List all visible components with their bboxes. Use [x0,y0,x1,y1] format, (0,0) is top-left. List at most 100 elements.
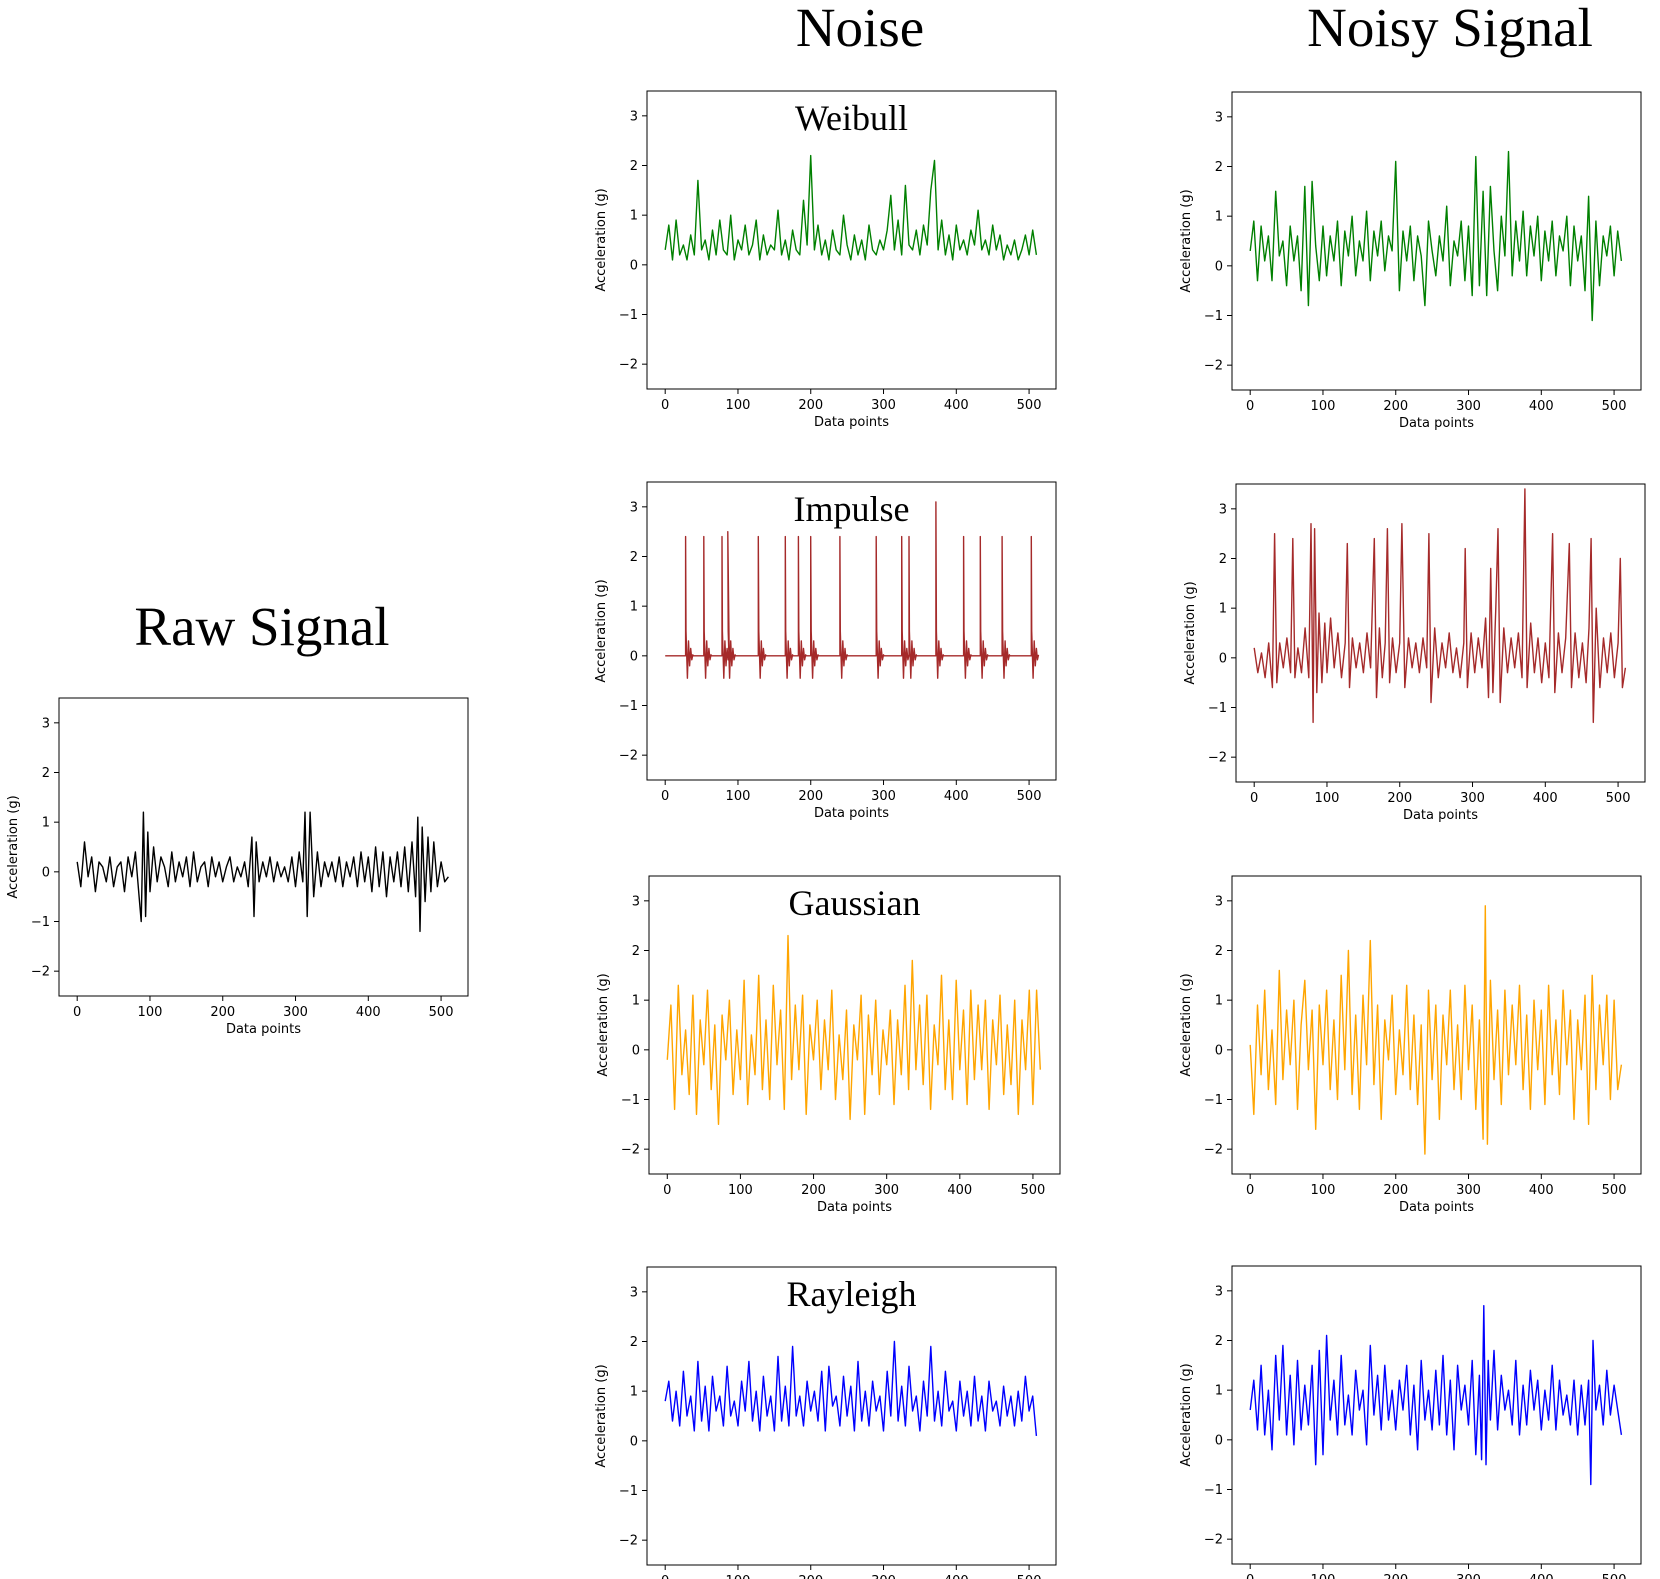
weibull-noise-y-tick-label: 3 [630,109,638,124]
raw-axes-frame [58,697,469,997]
weibull-noise-y-tick-label: 1 [630,209,638,224]
impulse-noise-x-tick-label: 100 [726,789,751,804]
raw-x-tick-label: 100 [138,1005,163,1020]
gaussian-noise-x-tick-label: 100 [728,1183,753,1198]
gaussian-noise-y-tick-label: 2 [632,944,640,959]
rayleigh-noise-y-tick-label: −2 [619,1534,638,1549]
weibull-noisy-y-tick-label: −1 [1204,309,1223,324]
rayleigh-noise-y-tick-label: −1 [619,1484,638,1499]
impulse-noise-x-tick-label: 300 [871,789,896,804]
weibull-noise-x-tick-label: 400 [944,398,969,413]
impulse-noisy-x-tick-label: 500 [1606,791,1631,806]
weibull-noisy-x-tick-label: 400 [1529,399,1554,414]
noisy-signal-heading: Noisy Signal [1307,0,1593,58]
weibull-noisy-x-tick-label: 200 [1383,399,1408,414]
raw-y-axis-label: Acceleration (g) [6,795,21,898]
gaussian-noisy-x-tick-label: 500 [1602,1183,1627,1198]
impulse-noise-x-tick-label: 400 [944,789,969,804]
weibull-noise-x-tick-label: 500 [1017,398,1042,413]
gaussian-noisy-y-tick-label: −1 [1204,1093,1223,1108]
rayleigh-noise-series-line [664,1340,1038,1436]
rayleigh-noisy-y-axis-label: Acceleration (g) [1179,1363,1194,1466]
raw-series-line [76,811,449,933]
raw-y-tick-label: −1 [31,915,50,930]
raw-y-tick-label: 1 [42,816,50,831]
weibull-noise-x-axis-label: Data points [814,415,889,430]
impulse-noise-y-tick-label: 1 [630,600,638,615]
raw-x-tick-label: 200 [210,1005,235,1020]
raw-x-tick-label: 300 [283,1005,308,1020]
noise-heading: Noise [796,0,924,58]
gaussian-noisy-y-tick-label: 0 [1215,1043,1223,1058]
impulse-noisy-y-tick-label: −1 [1208,701,1227,716]
rayleigh-noise-x-tick-label: 100 [726,1574,751,1579]
weibull-noisy-x-tick-label: 500 [1602,399,1627,414]
gaussian-noise-y-tick-label: 0 [632,1043,640,1058]
rayleigh-noisy-y-tick-label: −2 [1204,1533,1223,1548]
raw-x-axis-label: Data points [226,1022,301,1037]
impulse-noise-y-tick-label: −1 [619,699,638,714]
gaussian-noise-series-line [666,934,1041,1126]
rayleigh-noise-y-axis-label: Acceleration (g) [594,1364,609,1467]
gaussian-noisy-axes-frame [1231,875,1642,1175]
raw-y-tick-label: −2 [31,965,50,980]
impulse-noisy-x-axis-label: Data points [1403,808,1478,823]
raw-y-tick-label: 3 [42,716,50,731]
rayleigh-noisy-x-tick-label: 500 [1602,1573,1627,1579]
gaussian-noise-x-tick-label: 300 [874,1183,899,1198]
rayleigh-noise-x-tick-label: 0 [661,1574,669,1579]
rayleigh-noisy-y-tick-label: 3 [1215,1284,1223,1299]
impulse-noisy-series-line [1253,488,1627,724]
gaussian-noisy-series-line [1249,905,1623,1155]
weibull-noise-x-tick-label: 300 [871,398,896,413]
gaussian-noise-y-axis-label: Acceleration (g) [596,973,611,1076]
rayleigh-noisy-y-tick-label: 2 [1215,1334,1223,1349]
raw-x-tick-label: 400 [356,1005,381,1020]
impulse-noise-panel-title: Impulse [794,489,910,529]
impulse-noise-series-line [665,501,1040,679]
impulse-noisy-x-tick-label: 300 [1460,791,1485,806]
gaussian-noisy-y-tick-label: −2 [1204,1143,1223,1158]
weibull-noisy-y-tick-label: 2 [1215,160,1223,175]
impulse-noise-x-axis-label: Data points [814,806,889,821]
impulse-noise-y-axis-label: Acceleration (g) [594,579,609,682]
impulse-noise-y-tick-label: 3 [630,500,638,515]
rayleigh-noise-y-tick-label: 1 [630,1385,638,1400]
gaussian-noise-panel-title: Gaussian [789,883,921,923]
impulse-noisy-axes-frame [1235,483,1646,783]
gaussian-noise-y-tick-label: 1 [632,994,640,1009]
impulse-noisy-x-tick-label: 400 [1533,791,1558,806]
gaussian-noise-x-axis-label: Data points [817,1200,892,1215]
weibull-noisy-series-line [1249,150,1623,322]
weibull-noise-x-tick-label: 100 [726,398,751,413]
gaussian-noisy-x-tick-label: 400 [1529,1183,1554,1198]
impulse-noisy-y-tick-label: 2 [1219,552,1227,567]
gaussian-noisy-x-tick-label: 100 [1311,1183,1336,1198]
weibull-noisy-axes-frame [1231,91,1642,391]
raw-signal-heading: Raw Signal [134,596,389,657]
gaussian-noise-y-tick-label: 3 [632,894,640,909]
impulse-noise-x-tick-label: 500 [1017,789,1042,804]
impulse-noise-y-tick-label: 2 [630,550,638,565]
weibull-noise-y-tick-label: 0 [630,258,638,273]
raw-y-tick-label: 2 [42,766,50,781]
gaussian-noisy-y-tick-label: 3 [1215,894,1223,909]
gaussian-noise-axes-frame [648,875,1061,1175]
rayleigh-noisy-x-tick-label: 0 [1246,1573,1254,1579]
gaussian-noise-x-tick-label: 500 [1021,1183,1046,1198]
impulse-noise-axes-frame [646,481,1057,781]
rayleigh-noisy-series-line [1249,1304,1623,1486]
rayleigh-noise-x-tick-label: 400 [944,1574,969,1579]
weibull-noise-x-tick-label: 0 [661,398,669,413]
gaussian-noisy-x-tick-label: 0 [1246,1183,1254,1198]
impulse-noisy-y-tick-label: 0 [1219,651,1227,666]
weibull-noisy-x-tick-label: 100 [1311,399,1336,414]
